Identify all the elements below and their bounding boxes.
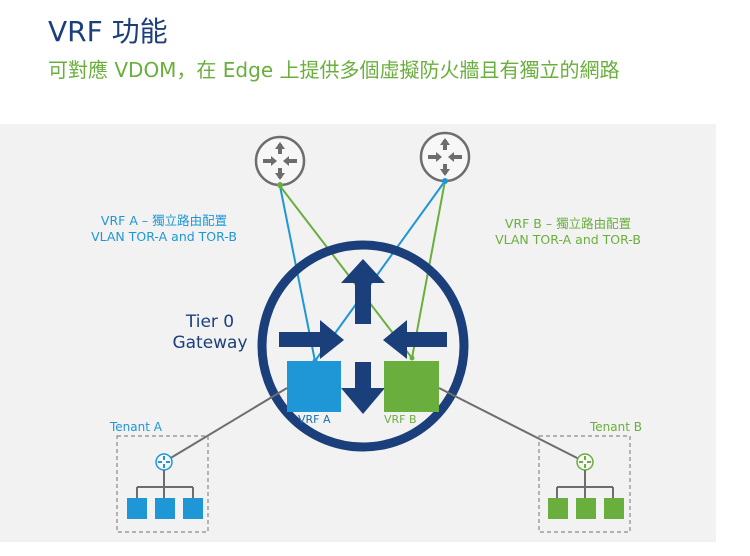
tenant-b-router: [576, 453, 594, 471]
diagram-panel: [0, 124, 716, 542]
tenant-b-tree: [556, 470, 614, 498]
tenant-a-tree: [136, 470, 194, 498]
page-subtitle: 可對應 VDOM，在 Edge 上提供多個虛擬防火牆且有獨立的網路: [48, 58, 620, 82]
vrf-b-tag: VRF B: [384, 413, 417, 426]
tor-router-right: [419, 131, 471, 184]
page-title: VRF 功能: [48, 15, 168, 48]
tenant-a-router: [155, 453, 173, 471]
vrf-b-description: VRF B – 獨立路由配置 VLAN TOR-A and TOR-B: [468, 216, 668, 248]
tenant-b-label: Tenant B: [590, 420, 642, 434]
tier0-label-line2: Gateway: [172, 333, 248, 353]
vrf-b-description-line1: VRF B – 獨立路由配置: [504, 216, 632, 231]
vrf-a-description: VRF A – 獨立路由配置 VLAN TOR-A and TOR-B: [64, 213, 264, 245]
tenant-b-host-2: [576, 498, 596, 519]
tenant-b-host-1: [548, 498, 568, 519]
vrf-b-uplink-left: [279, 185, 413, 359]
vrf-b-description-line2: VLAN TOR-A and TOR-B: [495, 232, 641, 247]
tenant-a-host-2: [155, 498, 175, 519]
tenant-b-container: [538, 435, 631, 533]
tenant-a-host-1: [127, 498, 147, 519]
tenant-a-container: [116, 435, 209, 533]
vrf-a-tag: VRF A: [298, 413, 331, 426]
tenant-a-link: [163, 387, 288, 463]
tenant-a-host-3: [183, 498, 203, 519]
tier0-label-line1: Tier 0: [185, 312, 235, 332]
vrf-a-uplink-right: [314, 180, 446, 362]
vrf-a-box: [287, 361, 341, 412]
tier0-gateway-ring: [257, 240, 469, 452]
tenant-a-label: Tenant A: [110, 420, 162, 434]
vrf-a-description-line1: VRF A – 獨立路由配置: [100, 213, 228, 228]
vrf-a-description-line2: VLAN TOR-A and TOR-B: [91, 229, 237, 244]
gateway-arrows-icon: [279, 259, 447, 414]
tier0-gateway-label: Tier 0 Gateway: [160, 312, 260, 354]
tor-router-left: [254, 135, 306, 188]
vrf-b-box: [384, 361, 439, 412]
tenant-b-host-3: [604, 498, 624, 519]
tenant-b-link: [438, 387, 586, 463]
